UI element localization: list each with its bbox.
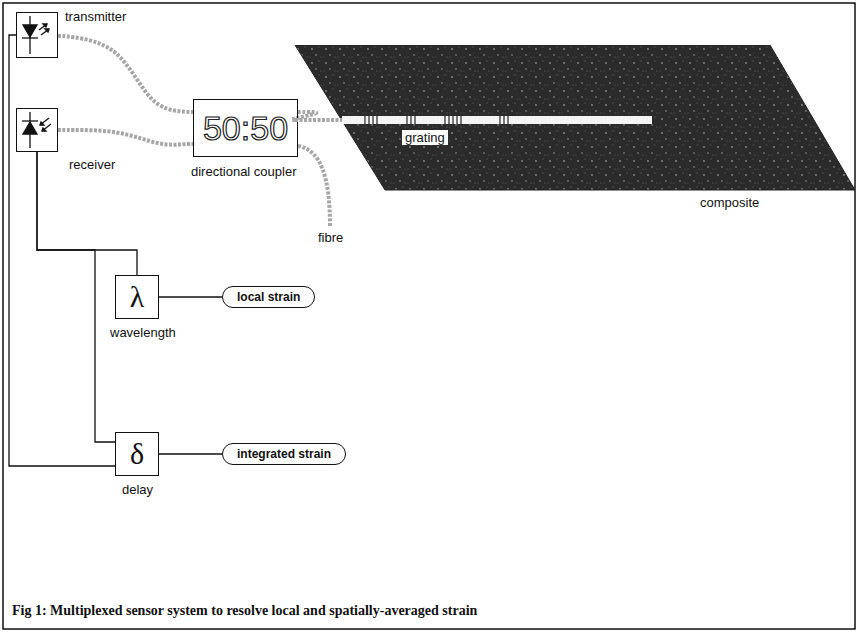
receiver-box: receiver (16, 108, 58, 152)
photodiode-symbol (22, 112, 51, 148)
grating-line (452, 116, 453, 124)
output-pill: integrated strain (222, 443, 346, 465)
composite-panel: composite (295, 45, 855, 220)
symbol-text: δ (130, 436, 144, 472)
grating-line (364, 116, 365, 124)
wavelength-box: λwavelength (115, 275, 159, 319)
grating-line (507, 116, 508, 124)
grating-line (410, 116, 411, 124)
grating-line (376, 116, 377, 124)
delay-box: δdelay (115, 432, 159, 476)
signal-wire (37, 152, 137, 275)
box-content: 50:50 (194, 100, 297, 156)
transmitter-box: transmitter (16, 12, 58, 58)
output-label: local strain (237, 290, 300, 305)
grating-line (414, 116, 415, 124)
component-label: composite (700, 195, 759, 210)
figure-caption: Fig 1: Multiplexed sensor system to reso… (12, 603, 477, 619)
grating-line (460, 116, 461, 124)
component-label: directional coupler (191, 164, 297, 179)
signal-wire (37, 152, 115, 442)
box-content (17, 13, 57, 57)
grating-line (406, 116, 407, 124)
grating-line (448, 116, 449, 124)
composite-laminate (295, 45, 855, 190)
grating-line (499, 116, 500, 124)
signal-wire (159, 296, 222, 297)
fibre-end (298, 146, 330, 226)
output-pill: local strain (222, 286, 315, 308)
grating-line (444, 116, 445, 124)
figure-frame (3, 3, 855, 629)
component-label: wavelength (110, 325, 176, 340)
box-content: δ (116, 433, 158, 475)
box-content (17, 109, 57, 151)
grating-label: grating (402, 130, 448, 145)
coupler-box: 50:50directional coupler (193, 99, 298, 157)
signal-wire (159, 453, 222, 454)
led-symbol (22, 16, 49, 54)
composite-outline (295, 45, 855, 220)
component-label: receiver (69, 157, 115, 172)
fibre-label: fibre (318, 230, 343, 245)
box-content: λ (116, 276, 158, 318)
grating-line (503, 116, 504, 124)
symbol-text: λ (130, 279, 145, 315)
component-label: transmitter (65, 9, 126, 24)
grating-line (456, 116, 457, 124)
fibre-entry (295, 118, 343, 122)
grating-line (368, 116, 369, 124)
optical-fibre (58, 130, 193, 145)
grating-line (372, 116, 373, 124)
component-label: delay (122, 482, 153, 497)
optical-fibre (58, 36, 193, 112)
embedded-fibre (342, 116, 652, 124)
coupler-ratio: 50:50 (203, 108, 288, 148)
output-label: integrated strain (237, 447, 331, 462)
